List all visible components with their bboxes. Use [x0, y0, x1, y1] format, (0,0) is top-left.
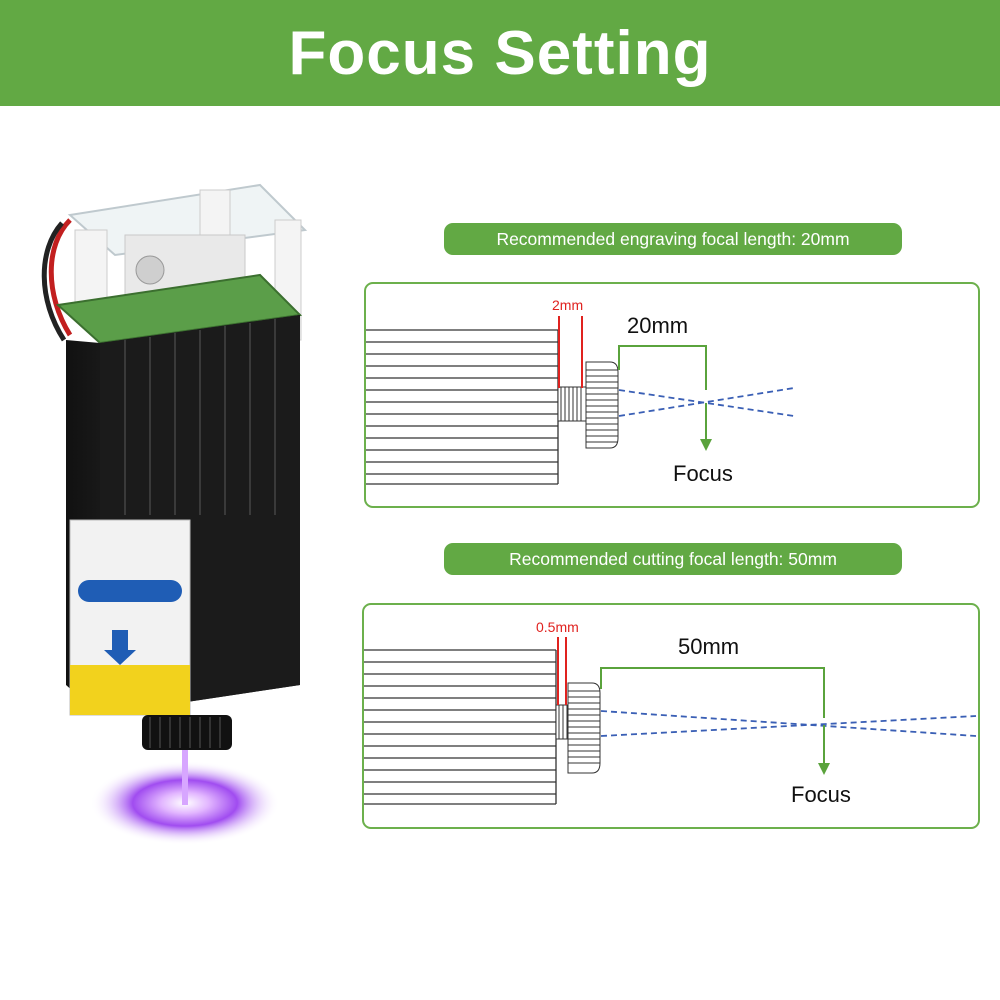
cutting-focal-banner: Recommended cutting focal length: 50mm	[444, 543, 902, 575]
laser-beam	[182, 745, 188, 805]
heat-sink-fins	[366, 329, 559, 485]
focus-arrow	[700, 439, 712, 451]
title-banner: Focus Setting	[0, 0, 1000, 106]
distance-label: 50mm	[678, 634, 739, 659]
heat-sink-fins	[364, 649, 557, 805]
cutting-diagram: 0.5mm 50mm Focus	[364, 619, 977, 807]
engraving-focal-banner: Recommended engraving focal length: 20mm	[444, 223, 902, 255]
engraving-diagram-panel: 2mm 20mm Focus	[364, 282, 980, 508]
distance-label: 20mm	[627, 313, 688, 338]
page-title: Focus Setting	[288, 18, 712, 88]
focus-arrow	[818, 763, 830, 775]
focus-knob	[585, 361, 619, 449]
beam-bottom	[600, 715, 977, 737]
laser-module-image	[41, 183, 308, 845]
lens-thread	[557, 386, 587, 422]
beam-top	[600, 710, 977, 737]
cutting-diagram-panel: 0.5mm 50mm Focus	[362, 603, 980, 829]
gap-label: 0.5mm	[536, 619, 579, 635]
focus-lens-nozzle	[142, 715, 232, 750]
focus-label: Focus	[673, 461, 733, 486]
lens-thread	[555, 704, 569, 740]
focus-knob	[567, 682, 601, 774]
engraving-diagram: 2mm 20mm Focus	[366, 297, 795, 486]
distance-bracket	[600, 667, 825, 718]
gap-label: 2mm	[552, 297, 583, 313]
focus-label: Focus	[791, 782, 851, 807]
distance-bracket	[618, 345, 707, 390]
